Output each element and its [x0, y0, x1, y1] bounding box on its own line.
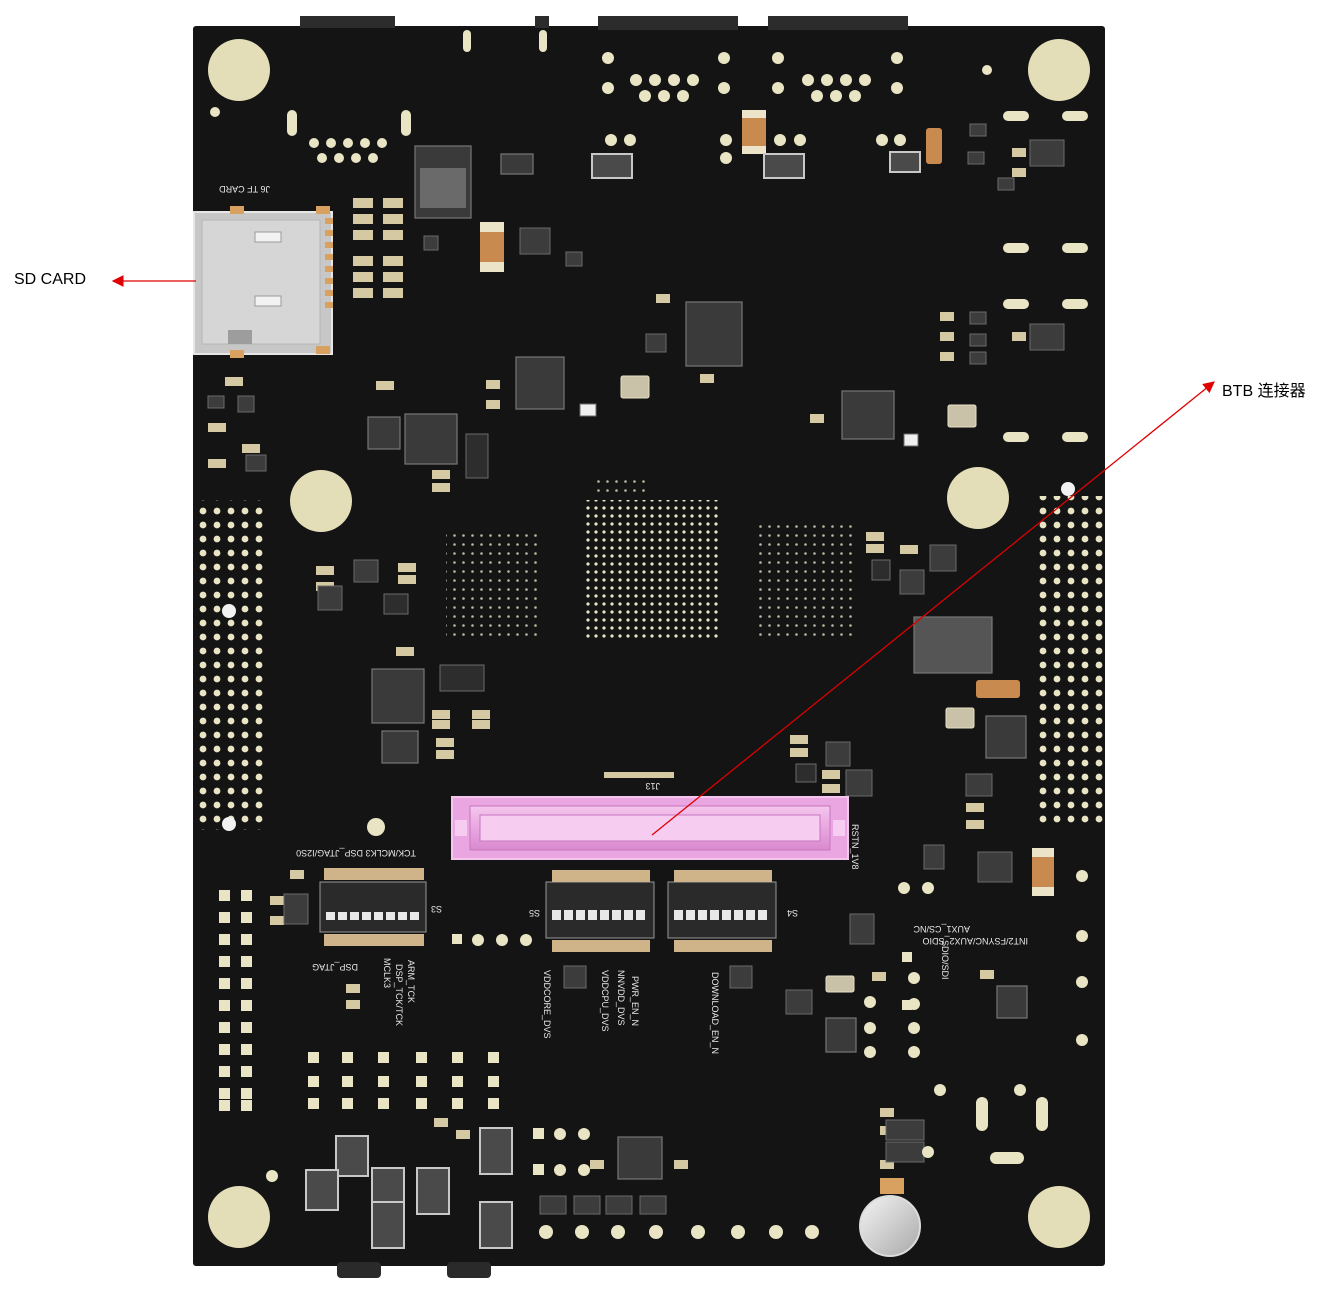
- silk-rstn: RSTN_1V8: [850, 824, 860, 870]
- power-diodes: [305, 151, 921, 1249]
- top-pad-rows: [210, 52, 992, 164]
- btb-connector: [451, 796, 849, 860]
- oval-pads: [287, 30, 1088, 1164]
- silk-dsp-tck: DSP_TCK/TCK: [394, 964, 404, 1026]
- silk-pwr-en: PWR_EN_N: [630, 976, 640, 1026]
- bga-right: [756, 522, 852, 640]
- coin-cell-battery: [859, 1178, 921, 1257]
- smd-dark-parts: [207, 123, 1065, 1215]
- silk-s3: S3: [431, 904, 442, 914]
- silk-mclk3: MCLK3: [382, 958, 392, 988]
- smd-components: [208, 148, 1026, 1169]
- pcb-board: [193, 26, 1105, 1266]
- tantalum-caps: [480, 110, 1054, 896]
- mounting-holes: [208, 39, 1090, 1248]
- silkscreen-text: J6 TF CARD J13 S3 S5 S4 TCK/MCLK3 DSP_JT…: [219, 184, 1028, 1054]
- sd-card-callout: SD CARD: [14, 271, 87, 288]
- btb-arrow: [651, 381, 1215, 836]
- right-header-pins: [1033, 496, 1105, 826]
- top-edge-connectors: [300, 16, 908, 30]
- silk-vddcpu: VDDCPU_DVS: [600, 970, 610, 1032]
- silk-j13: J13: [645, 781, 660, 791]
- btb-connector-callout: BTB 连接器: [1222, 383, 1306, 400]
- silk-nnvdd: NNVDD_DVS: [616, 970, 626, 1026]
- bga-left: [446, 530, 542, 638]
- silk-vddcore: VDDCORE_DVS: [542, 970, 552, 1039]
- test-pads: [219, 890, 912, 1175]
- left-header-pins: [196, 500, 268, 830]
- silk-aux1: AUX1_CS/NC: [913, 924, 970, 934]
- silk-s5: S5: [529, 908, 540, 918]
- audio-jacks: [337, 1262, 491, 1278]
- silk-s4: S4: [787, 908, 798, 918]
- silk-int2: INT2/FSYNC/AUX2_SDIO: [922, 936, 1028, 946]
- main-bga: [582, 500, 718, 642]
- silk-dsp-jtag-top: TCK/MCLK3 DSP_JTAG/I2S0: [296, 848, 416, 858]
- dip-switches: [319, 868, 777, 952]
- silk-arm-tck: ARM_TCK: [406, 960, 416, 1003]
- round-test-pads: [266, 870, 1088, 1239]
- tf-card-slot: [193, 206, 333, 358]
- silk-tf-card: J6 TF CARD: [219, 184, 270, 194]
- crystals: [620, 375, 977, 993]
- silk-dsp-jtag-bottom: DSP_JTAG: [312, 962, 358, 972]
- silk-download: DOWNLOAD_EN_N: [710, 972, 720, 1054]
- silk-sdio: SDIO/SDI: [940, 940, 950, 980]
